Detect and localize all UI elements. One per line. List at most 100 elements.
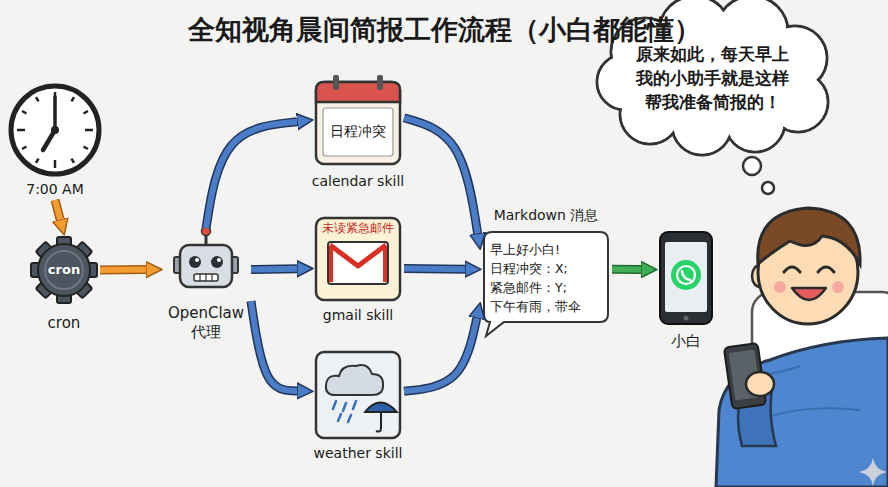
phone-body (660, 232, 712, 324)
clock-tick (85, 129, 93, 132)
clock-tick (22, 111, 26, 114)
arrow-outline (251, 301, 297, 391)
arrow-outline (612, 265, 641, 274)
arrow-outline (251, 264, 297, 274)
blanket (716, 338, 888, 487)
flow-arrow (251, 268, 297, 270)
flow-arrow (206, 122, 297, 228)
sparkle-mark (859, 458, 887, 486)
robot-mouth-grill (200, 274, 212, 281)
agent-caption: OpenClaw 代理 (161, 304, 251, 342)
clock-tick (22, 147, 26, 150)
clock-tick (36, 97, 39, 101)
arrow-shaft (612, 266, 641, 272)
arrow-shaft (404, 318, 477, 391)
message-body: 早上好小白! 日程冲突：X; 紧急邮件：Y; 下午有雨，带伞 (490, 240, 602, 316)
arrow-shaft (55, 200, 60, 219)
arrow-outline (55, 200, 60, 219)
chat-app-ring (677, 266, 695, 284)
skill-caption: gmail skill (292, 306, 424, 324)
robot-eye (211, 256, 223, 268)
chat-app-icon (671, 260, 701, 290)
smile (792, 288, 826, 300)
umbrella-canopy (365, 403, 397, 413)
envelope (328, 242, 388, 284)
robot-mouth (194, 274, 218, 281)
agent-robot: OpenClaw 代理 (161, 228, 251, 350)
clock-tick (54, 160, 57, 168)
mail-note: 未读紧急邮件 (312, 221, 404, 236)
phone-icon (660, 232, 712, 324)
arrow-outline (404, 264, 465, 274)
robot-icon (174, 227, 238, 288)
gear-label: cron (28, 262, 100, 278)
cron-gear: cron cron (28, 234, 100, 334)
cheek (774, 281, 786, 293)
minute-hand (53, 97, 57, 130)
gmail-skill: 未读紧急邮件gmail skill (312, 214, 404, 330)
flow-arrow (55, 200, 60, 219)
calendar-header (316, 82, 400, 102)
weather-skill: weather skill (312, 350, 404, 468)
clock-tick (72, 159, 75, 163)
arrow-shaft (206, 122, 297, 228)
arrow-outline (404, 118, 478, 234)
robot-eye-glint (217, 258, 221, 262)
phone-button (684, 316, 689, 321)
markdown-message: Markdown 消息早上好小白! 日程冲突：X; 紧急邮件：Y; 下午有雨，带… (480, 206, 612, 338)
envelope-side (331, 246, 385, 282)
flow-arrow (404, 118, 478, 234)
skill-caption: weather skill (292, 444, 424, 462)
arrow-shaft (404, 118, 478, 234)
hair (758, 208, 860, 264)
happy-eyes (784, 267, 834, 272)
weather-icon (316, 352, 400, 438)
clock-tick (84, 147, 88, 150)
flow-arrow (404, 318, 477, 391)
time-label: 7:00 AM (8, 180, 102, 198)
chat-app-handset (682, 271, 690, 280)
person-in-bed (716, 208, 888, 487)
clock-center (51, 126, 59, 134)
robot-eye (189, 256, 201, 268)
arrow-shaft (251, 266, 297, 273)
cheek (832, 281, 844, 293)
arrow-outline (404, 318, 477, 391)
calendar-skill: 日程冲突calendar skill (312, 76, 404, 192)
arrow-outline (206, 122, 297, 228)
clock-icon (11, 86, 99, 174)
calendar-ring (377, 75, 383, 90)
rain-cloud (326, 365, 383, 395)
arrow-shaft (251, 301, 297, 391)
rain-drops (333, 401, 356, 422)
calendar-icon (316, 75, 400, 164)
clock-node: 7:00 AM (8, 84, 102, 200)
flow-arrow (404, 268, 465, 270)
message-heading: Markdown 消息 (480, 206, 612, 224)
flow-arrow (612, 269, 641, 270)
skill-caption: calendar skill (292, 172, 424, 190)
arrow-shaft (100, 267, 146, 273)
umbrella-handle (376, 412, 381, 432)
clock-tick (17, 129, 25, 132)
clock-face (11, 86, 99, 174)
weather-card (316, 352, 400, 438)
thought-dot (762, 182, 774, 194)
clock-tick (72, 97, 75, 101)
clock-tick (36, 159, 39, 163)
arrow-shaft (404, 266, 465, 273)
envelope-flap (330, 245, 386, 266)
robot-eye-glint (195, 258, 199, 262)
thought-text: 原来如此，每天早上 我的小助手就是这样 帮我准备简报的！ (625, 42, 800, 114)
robot-head (180, 245, 232, 287)
robot-antenna-tip (202, 227, 211, 236)
flow-arrow (251, 301, 297, 391)
thought-dot (743, 157, 761, 175)
arrow-outline (100, 265, 146, 274)
clock-tick (84, 111, 88, 114)
hand (746, 372, 774, 396)
calendar-ring (333, 75, 339, 90)
cron-caption: cron (28, 314, 100, 332)
diagram-title: 全知视角晨间简报工作流程（小白都能懂） (0, 12, 888, 48)
